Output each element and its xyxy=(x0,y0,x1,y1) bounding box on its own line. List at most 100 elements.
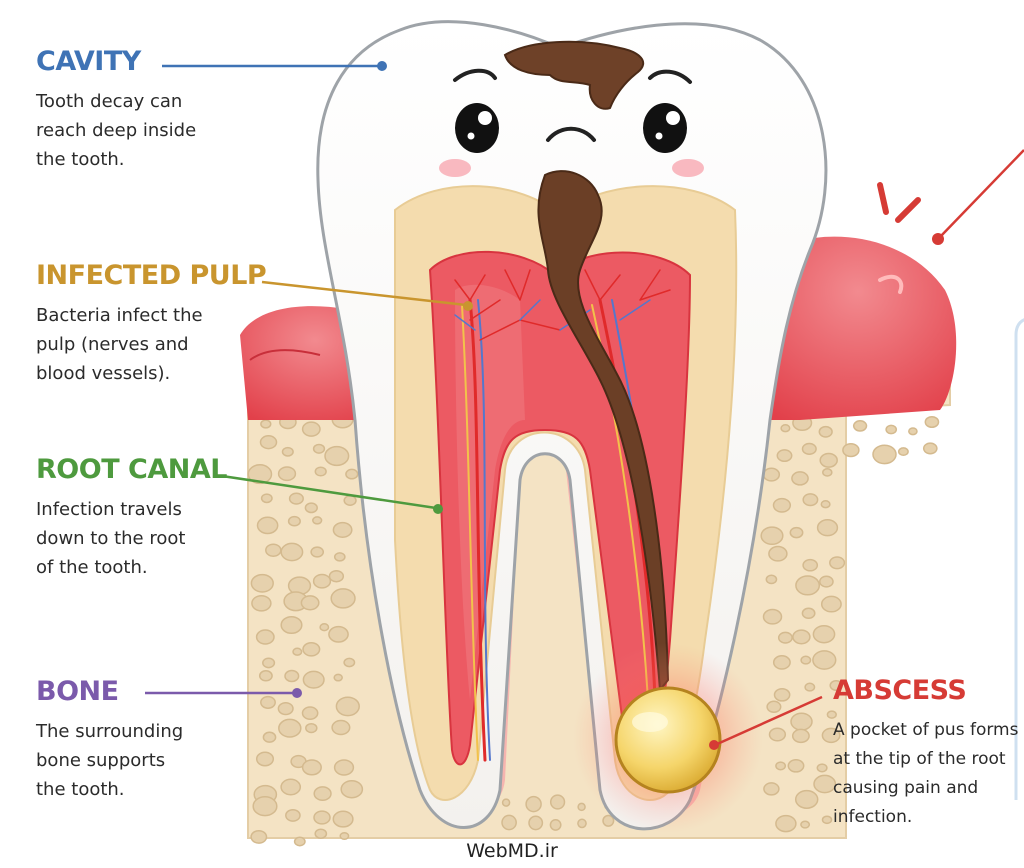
bone-pore xyxy=(764,610,782,624)
bone-pore xyxy=(820,454,837,468)
bone-pore xyxy=(813,626,834,643)
bone-pore xyxy=(805,683,814,691)
bone-pore xyxy=(503,799,510,806)
bone-pore xyxy=(925,417,938,428)
pulp-line-1: Bacteria infect the xyxy=(36,301,266,330)
bone-pore xyxy=(333,811,353,827)
root-canal-description: Infection travels down to the root of th… xyxy=(36,495,227,582)
bone-pore xyxy=(924,443,937,454)
bone-pore xyxy=(314,445,325,454)
bone-pore xyxy=(801,656,810,664)
bone-pore xyxy=(301,596,318,610)
bone-pore xyxy=(285,671,299,682)
bone-pore xyxy=(770,728,786,741)
bone-pore xyxy=(886,425,896,433)
bone-pore xyxy=(551,795,565,809)
bone-pore xyxy=(777,450,791,461)
bone-pore xyxy=(854,421,867,431)
bone-pore xyxy=(346,469,358,478)
bone-pore xyxy=(822,596,841,611)
abscess-line-3: causing pain and xyxy=(833,774,1018,803)
bone-pore xyxy=(281,617,302,634)
bone-pore xyxy=(779,632,792,643)
bone-pore xyxy=(263,732,275,742)
bone-pore xyxy=(796,576,819,595)
bone-pore xyxy=(331,589,355,608)
bone-pore xyxy=(281,779,300,794)
bone-pore xyxy=(281,543,302,560)
pain-marks xyxy=(880,185,918,220)
bone-pore xyxy=(303,760,322,775)
bone-pore xyxy=(776,762,785,770)
bone-pore xyxy=(344,496,356,505)
pulp-line-2: pulp (nerves and xyxy=(36,330,266,359)
bone-pore xyxy=(873,445,896,463)
bone-pore xyxy=(315,829,326,838)
bone-pore xyxy=(767,701,781,712)
bone-line-3: the tooth. xyxy=(36,775,183,804)
root-canal-label: ROOT CANAL Infection travels down to the… xyxy=(36,455,227,582)
bone-pore xyxy=(266,544,281,556)
bone-pore xyxy=(252,596,271,611)
bone-pore xyxy=(334,674,342,680)
bone-pore xyxy=(262,494,272,502)
bone-pore xyxy=(817,764,827,772)
bone-pore xyxy=(792,472,808,485)
bone-pore xyxy=(603,816,614,827)
bone-title: BONE xyxy=(36,677,183,707)
bone-pore xyxy=(311,547,323,557)
bone-pore xyxy=(803,494,817,506)
bone-pore xyxy=(258,517,278,533)
bone-pore xyxy=(801,821,809,828)
bone-pore xyxy=(303,422,320,436)
abscess-line-4: infection. xyxy=(833,803,1018,832)
bone-pore xyxy=(791,713,812,730)
bone-pore xyxy=(788,760,803,772)
bone-pore xyxy=(313,517,322,524)
bone-pore xyxy=(775,689,790,701)
root-line-1: Infection travels xyxy=(36,495,227,524)
bone-pore xyxy=(813,651,836,669)
bone-pore xyxy=(821,501,830,508)
bone-pore xyxy=(830,557,845,569)
bone-pore xyxy=(336,697,359,715)
bone-pore xyxy=(305,503,317,512)
bone-line-2: bone supports xyxy=(36,746,183,775)
bone-pore xyxy=(819,427,832,437)
abscess-label: ABSCESS A pocket of pus forms at the tip… xyxy=(833,676,1018,832)
bone-pore xyxy=(578,803,585,810)
bone-pore xyxy=(279,719,301,737)
bone-pore xyxy=(793,630,810,644)
bone-pore xyxy=(293,648,302,655)
bone-pore xyxy=(283,448,294,456)
bone-pore xyxy=(260,671,272,681)
bone-pore xyxy=(550,820,560,830)
bone-pore xyxy=(818,520,838,536)
bone-pore xyxy=(329,627,348,642)
bone-pore xyxy=(796,791,818,809)
bone-pore xyxy=(279,467,296,480)
bone-pore xyxy=(278,703,293,715)
bone-pore xyxy=(261,420,271,428)
abscess-line-1: A pocket of pus forms xyxy=(833,716,1018,745)
bone-pore xyxy=(776,816,796,832)
root-line-3: of the tooth. xyxy=(36,553,227,582)
cavity-title: CAVITY xyxy=(36,47,196,77)
bone-pore xyxy=(790,528,802,538)
bone-pore xyxy=(314,811,330,824)
bone-pore xyxy=(766,575,776,583)
bone-pore xyxy=(578,819,586,827)
bone-pore xyxy=(793,729,809,742)
root-canal-title: ROOT CANAL xyxy=(36,455,227,485)
watermark: WebMD.ir xyxy=(0,840,1024,862)
bone-pore xyxy=(823,816,832,823)
bone-pore xyxy=(261,697,275,709)
bone-pore xyxy=(306,724,317,733)
bone-description: The surrounding bone supports the tooth. xyxy=(36,717,183,804)
infected-pulp-label: INFECTED PULP Bacteria infect the pulp (… xyxy=(36,261,266,388)
pulp-line-3: blood vessels). xyxy=(36,359,266,388)
bone-pore xyxy=(820,576,833,587)
bone-pore xyxy=(803,444,817,455)
cavity-line-3: the tooth. xyxy=(36,145,196,174)
bone-pore xyxy=(257,752,274,765)
